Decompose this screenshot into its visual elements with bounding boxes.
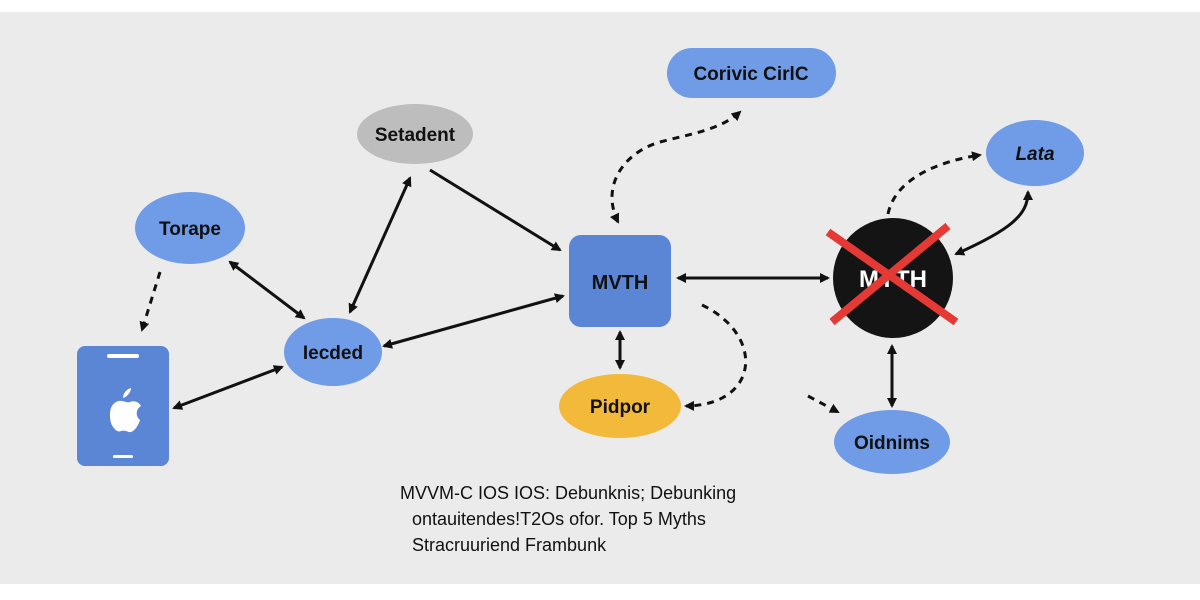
node-myth-center: MVTH bbox=[569, 235, 671, 327]
connector-iecded-setadent bbox=[348, 176, 412, 314]
phone-bottom-bar bbox=[113, 455, 133, 458]
node-lata-label: Lata bbox=[1015, 144, 1055, 165]
connector-iecded-myth bbox=[382, 293, 565, 349]
cross-out-icon bbox=[825, 222, 959, 326]
node-setadent-label: Setadent bbox=[375, 125, 456, 146]
node-corivic-shape bbox=[667, 48, 836, 98]
node-oidnims-shape bbox=[834, 410, 950, 474]
connector-myth-pidpor-curve bbox=[684, 303, 748, 411]
connector-torape-iecded bbox=[228, 260, 306, 320]
smartphone-apple-icon bbox=[110, 388, 141, 433]
node-phone bbox=[77, 346, 169, 466]
node-torape-shape bbox=[135, 192, 245, 264]
diagram-caption: MVVM-C IOS IOS: Debunknis; Debunking ont… bbox=[400, 480, 780, 558]
connector-phone-iecded bbox=[172, 365, 284, 410]
connectors bbox=[139, 110, 1033, 414]
caption-line-2: ontauitendes!T2Os ofor. Top 5 Myths bbox=[412, 509, 706, 529]
node-pidpor-label: Pidpor bbox=[590, 397, 651, 418]
node-myth-center-shape bbox=[569, 235, 671, 327]
connector-torape-phone bbox=[139, 271, 162, 332]
connector-myth-corivic bbox=[610, 110, 742, 224]
connector-crossed-lata bbox=[954, 190, 1033, 256]
node-corivic-label: Corivic CirlC bbox=[693, 64, 808, 85]
connector-setadent-myth bbox=[429, 168, 562, 252]
node-iecded: Iecded bbox=[284, 318, 382, 386]
node-lata: Lata bbox=[986, 120, 1084, 186]
node-myth-crossed: MYTH bbox=[825, 218, 959, 338]
node-oidnims-label: Oidnims bbox=[854, 433, 930, 454]
node-iecded-shape bbox=[284, 318, 382, 386]
connector-oidnims-dashed bbox=[807, 394, 840, 414]
node-oidnims: Oidnims bbox=[834, 410, 950, 474]
node-myth-center-label: MVTH bbox=[592, 272, 649, 294]
node-pidpor-shape bbox=[559, 374, 681, 438]
node-torape: Torape bbox=[135, 192, 245, 264]
node-torape-label: Torape bbox=[159, 219, 221, 240]
connector-crossed-lata-dashed bbox=[886, 151, 982, 215]
caption-line-3: Stracruuriend Frambunk bbox=[412, 535, 607, 555]
caption-line-1: MVVM-C IOS IOS: Debunknis; Debunking bbox=[400, 483, 737, 503]
node-setadent: Setadent bbox=[357, 104, 473, 164]
phone-top-notch bbox=[107, 354, 139, 358]
node-corivic: Corivic CirlC bbox=[667, 48, 836, 98]
node-setadent-shape bbox=[357, 104, 473, 164]
node-pidpor: Pidpor bbox=[559, 374, 681, 438]
node-lata-shape bbox=[986, 120, 1084, 186]
node-iecded-label: Iecded bbox=[303, 343, 363, 364]
